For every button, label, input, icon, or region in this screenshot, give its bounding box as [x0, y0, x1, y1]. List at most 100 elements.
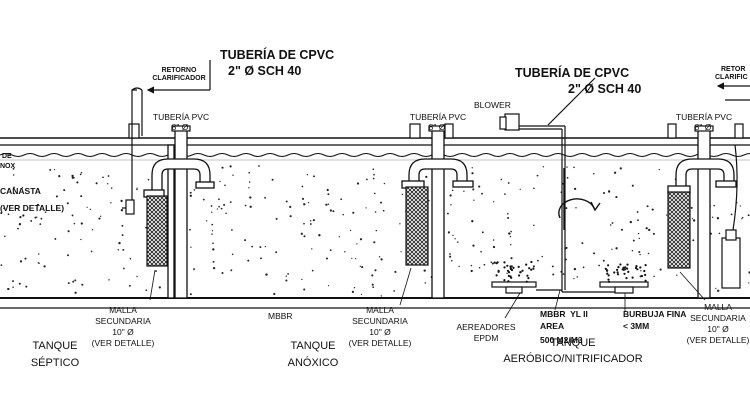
media-dot [492, 239, 495, 241]
media-dot [637, 232, 640, 235]
media-dot [265, 273, 268, 276]
air-bubble [604, 267, 607, 270]
media-dot [44, 211, 47, 213]
media-dot [147, 178, 150, 181]
media-dot [739, 205, 741, 207]
media-dot [212, 266, 216, 270]
media-dot [7, 287, 10, 291]
media-dot [676, 274, 678, 276]
malla-2-type: SECUNDARIA [352, 316, 408, 326]
retorno-right-label: RETOR [721, 66, 746, 73]
media-dot [463, 190, 465, 192]
air-bubble [607, 278, 610, 281]
media-dot [43, 265, 46, 268]
media-dot [90, 250, 93, 253]
air-bubble [526, 274, 529, 277]
media-dot [519, 188, 521, 190]
media-dot [329, 209, 333, 212]
tank-top-slab [0, 137, 750, 146]
media-dot [67, 230, 70, 233]
media-dot [428, 200, 430, 202]
media-dot [615, 247, 618, 250]
air-bubble [506, 264, 509, 267]
media-dot [110, 187, 113, 189]
media-dot [581, 242, 584, 245]
media-dot [425, 175, 428, 178]
air-bubble [608, 280, 611, 283]
air-bubble [640, 274, 644, 278]
pvc-pipe-size-1: 8" Ø [171, 122, 189, 132]
media-dot [38, 253, 40, 255]
media-dot [447, 231, 450, 234]
media-dot [273, 292, 276, 296]
media-dot [259, 246, 262, 249]
media-dot [730, 213, 733, 216]
media-dot [0, 212, 3, 215]
media-dot [492, 245, 496, 249]
media-dot [470, 264, 473, 267]
media-dot [106, 183, 109, 185]
media-dot [631, 184, 634, 187]
media-dot [338, 236, 340, 238]
media-dot [629, 220, 632, 224]
media-dot [248, 181, 251, 183]
media-dot [507, 217, 510, 219]
media-dot [552, 273, 555, 276]
media-dot [249, 205, 252, 208]
malla-3-size: 10" Ø [707, 324, 729, 334]
media-dot [224, 184, 226, 187]
media-dot [120, 209, 124, 212]
media-dot [80, 222, 83, 225]
media-dot [374, 211, 377, 213]
media-dot [748, 282, 750, 284]
tank-anoxico-subtitle: ANÓXICO [287, 357, 339, 369]
media-dot [36, 203, 40, 206]
water-surface [0, 153, 750, 157]
air-bubble [506, 269, 510, 272]
air-bubble [636, 268, 639, 271]
media-dot [382, 209, 385, 212]
media-dot [211, 211, 213, 213]
media-dot [659, 268, 662, 271]
malla-1-size: 10" Ø [112, 327, 134, 337]
media-dot [470, 269, 473, 273]
media-dot [491, 262, 494, 265]
media-dot [509, 235, 512, 238]
media-dot [229, 201, 232, 203]
media-dot [128, 284, 131, 287]
media-dot [378, 256, 381, 258]
media-dot [120, 199, 123, 203]
air-bubble [639, 266, 642, 269]
media-dot [592, 252, 596, 255]
media-dot [13, 192, 15, 195]
media-dot [611, 248, 613, 250]
media-dot [504, 193, 506, 195]
media-dot [658, 168, 660, 171]
media-dot [220, 207, 223, 210]
media-dot [155, 270, 157, 272]
media-dot [646, 205, 649, 208]
media-dot [632, 239, 635, 242]
media-dot [690, 206, 693, 209]
media-dot [565, 246, 568, 249]
media-dot [285, 200, 288, 203]
media-dot [66, 202, 69, 205]
media-dot [692, 219, 696, 222]
media-dot [67, 254, 69, 257]
media-dot [536, 174, 539, 177]
media-dot [566, 177, 569, 179]
media-dot [91, 229, 94, 231]
cpvc-left-title: TUBERÍA DE CPVC [220, 48, 335, 62]
media-dot [478, 267, 481, 269]
media-dot [609, 224, 612, 226]
media-dot [145, 226, 147, 229]
media-dot [189, 194, 192, 197]
media-dot [566, 166, 568, 168]
air-bubble [616, 273, 620, 276]
air-bubble [503, 261, 506, 264]
air-bubble [626, 267, 629, 270]
media-dot [352, 211, 355, 214]
media-dot [12, 280, 14, 283]
media-dot [510, 230, 512, 233]
